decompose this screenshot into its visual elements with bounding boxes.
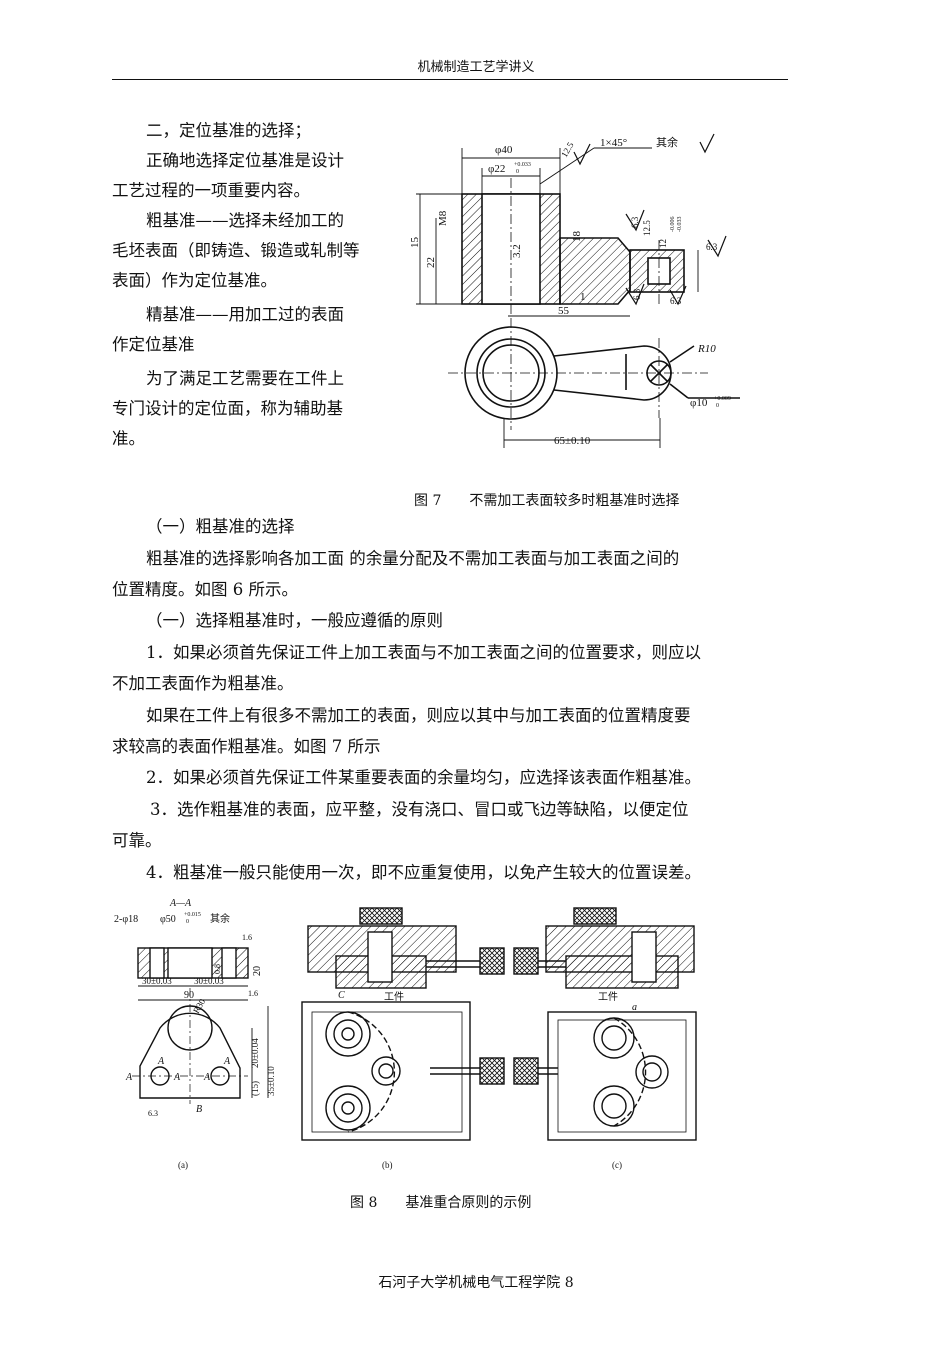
dim-h12-tol: -0.006	[670, 217, 676, 233]
label-a4: A	[173, 1072, 181, 1083]
label-a-dim: a	[632, 1002, 637, 1013]
intro-line: 粗基准——选择未经加工的	[146, 211, 344, 230]
dim-d10-tol2: 0	[716, 403, 719, 409]
figure8-drawing: A—A 2-φ18 φ50 +0.015 0 其余 1.6 1.6 0.8 20…	[114, 898, 697, 1170]
dim-r10: R10	[697, 343, 716, 355]
body-line: 如果在工件上有很多不需加工的表面，则应以其中与加工表面的位置精度要	[146, 706, 691, 725]
body-line: （一）粗基准的选择	[146, 517, 295, 536]
dim-h15: 15	[409, 237, 421, 249]
ra-63d: 6.3	[670, 296, 682, 306]
dim-d35: 35±0.10	[266, 1066, 276, 1096]
ra-16b: 1.6	[248, 989, 258, 998]
ra-08: 0.8	[213, 964, 222, 974]
ra-63b: 6.3	[706, 242, 718, 252]
intro-line: 为了满足工艺需要在工件上	[146, 369, 344, 388]
ra-125b: 12.5	[642, 220, 652, 236]
dim-chamfer: 1×45°	[600, 137, 627, 149]
body-line: 不加工表面作为粗基准。	[112, 674, 294, 693]
intro-line: 精基准——用加工过的表面	[146, 305, 344, 324]
body-line: （一）选择粗基准时，一般应遵循的原则	[146, 611, 443, 630]
dim-h12: 12	[658, 239, 668, 248]
dim-d50-tol2: 0	[186, 919, 189, 925]
label-a5: A	[203, 1072, 211, 1083]
figure7-caption: 图 7 不需加工表面较多时粗基准时选择	[414, 493, 680, 509]
ra-63c: 6.3	[632, 288, 642, 300]
sub-c: (c)	[612, 1160, 622, 1170]
label-a1: A	[157, 1056, 165, 1067]
dim-d15: (15)	[250, 1081, 260, 1096]
body-line: 4．粗基准一般只能使用一次，即不应重复使用，以免产生较大的位置误差。	[146, 863, 701, 882]
body-line: 粗基准的选择影响各加工面 的余量分配及不需加工表面与加工表面之间的	[146, 549, 680, 568]
dim-d22: φ22	[488, 163, 505, 175]
dim-h20: 20	[252, 966, 263, 976]
intro-line: 正确地选择定位基准是设计	[146, 151, 344, 170]
dim-m8: M8	[437, 210, 449, 226]
ra-63a: 6.3	[630, 216, 640, 228]
ra-16a: 1.6	[242, 933, 252, 942]
dim-h1: 1	[580, 291, 586, 303]
dim-h32: 3.2	[511, 244, 523, 258]
intro-line: 准。	[112, 429, 145, 448]
dim-d50-tol: +0.015	[184, 912, 201, 918]
intro-line: 表面）作为定位基准。	[112, 271, 277, 290]
label-b: B	[196, 1104, 202, 1115]
dim-d65: 65±0.10	[554, 435, 591, 447]
ra-125: 12.5	[559, 140, 576, 159]
workpiece-label-b: 工件	[384, 991, 404, 1003]
figure8-caption: 图 8 基准重合原则的示例	[350, 1195, 532, 1211]
body-line: 位置精度。如图 6 所示。	[112, 580, 298, 599]
dim-d50: φ50	[160, 914, 176, 925]
workpiece-label-c: 工件	[598, 991, 618, 1003]
dim-d10: φ10	[690, 397, 708, 409]
dim-d22-tol: +0.033	[514, 162, 531, 168]
figure7-drawing: φ40 φ22 +0.033 0 1×45° 其余 12.5 M8 15 22 …	[409, 133, 740, 448]
intro-line: 二，定位基准的选择；	[146, 121, 311, 140]
label-c: C	[338, 990, 345, 1001]
dim-w30b: 30±0.03	[194, 976, 224, 986]
label-a3: A	[125, 1072, 133, 1083]
body-line: 3．选作粗基准的表面，应平整，没有浇口、冒口或飞边等缺陷，以便定位	[150, 800, 689, 819]
dim-w90: 90	[184, 990, 194, 1001]
intro-line: 专门设计的定位面，称为辅助基	[112, 399, 343, 418]
dim-w55: 55	[558, 305, 570, 317]
body-line: 1．如果必须首先保证工件上加工表面与不加工表面之间的位置要求，则应以	[146, 643, 701, 662]
page-footer: 石河子大学机械电气工程学院 8	[378, 1275, 574, 1291]
intro-line: 工艺过程的一项重要内容。	[112, 181, 310, 200]
rest-label: 其余	[210, 912, 230, 925]
dim-h22: 22	[425, 257, 437, 268]
dim-h18: 18	[571, 231, 583, 243]
page-header: 机械制造工艺学讲义	[417, 60, 535, 75]
section-label: A—A	[169, 898, 192, 909]
sub-a: (a)	[178, 1160, 188, 1170]
ra-63: 6.3	[148, 1109, 158, 1118]
header-rule	[112, 79, 788, 80]
dim-h12-tol2: -0.033	[677, 217, 683, 233]
dim-holes: 2-φ18	[114, 914, 138, 925]
intro-line: 毛坯表面（即铸造、锻造或轧制等	[112, 241, 360, 260]
intro-line: 作定位基准	[112, 335, 195, 354]
body-line: 求较高的表面作粗基准。如图 7 所示	[112, 737, 381, 756]
dim-d40: φ40	[495, 144, 513, 156]
sub-b: (b)	[382, 1160, 393, 1170]
body-line: 2．如果必须首先保证工件某重要表面的余量均匀，应选择该表面作粗基准。	[146, 768, 701, 787]
dim-w30a: 30±0.03	[142, 976, 172, 986]
body-line: 可靠。	[112, 831, 162, 850]
dim-d20: 20±0.04	[250, 1038, 260, 1068]
label-a2: A	[223, 1056, 231, 1067]
rest-label: 其余	[656, 135, 678, 149]
dim-d22-tol2: 0	[516, 169, 519, 175]
dim-d10-tol: +0.009	[714, 396, 731, 402]
